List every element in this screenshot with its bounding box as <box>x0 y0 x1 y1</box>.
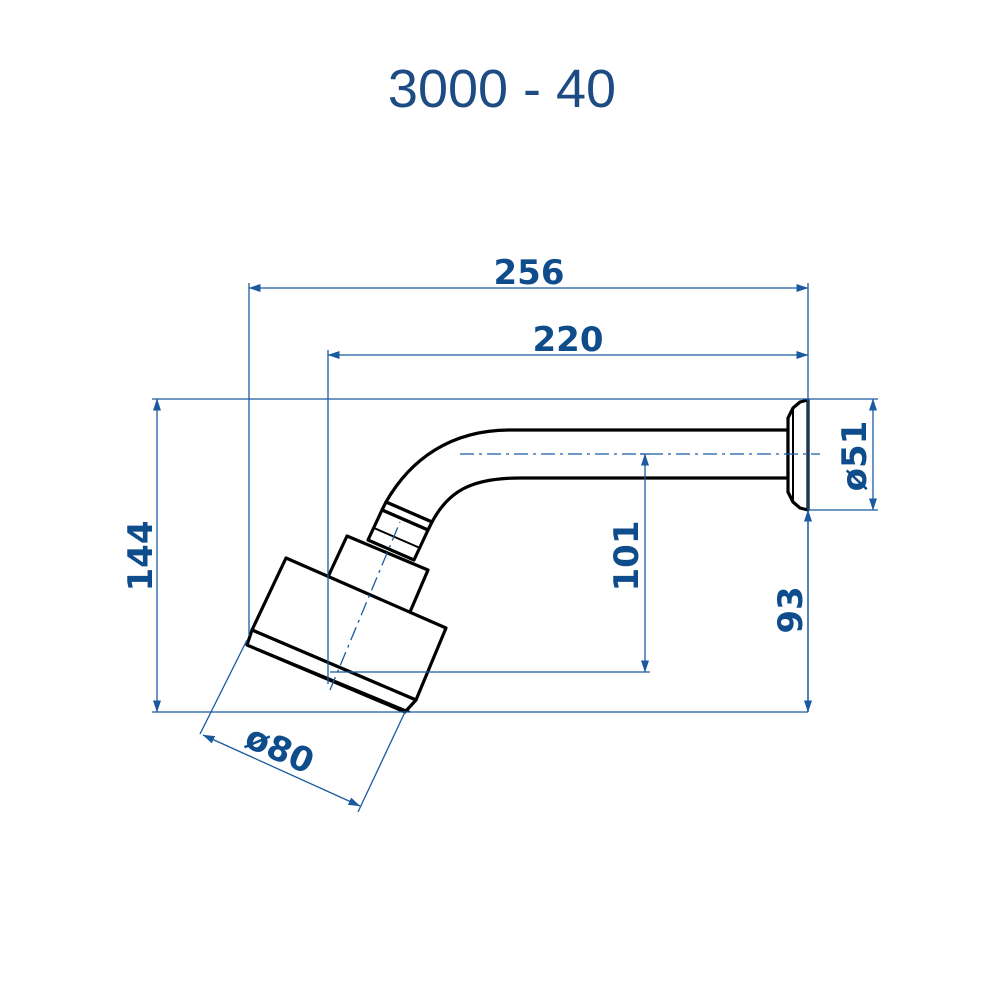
dim-label-256: 256 <box>494 253 565 293</box>
shower-arm <box>384 428 790 524</box>
dimension-line-80 <box>202 734 361 807</box>
dim-label-93: 93 <box>771 586 811 633</box>
dim-label-80: ø80 <box>239 717 320 782</box>
wall-flange <box>786 398 810 512</box>
dim-label-51: ø51 <box>835 421 875 492</box>
dim-label-144: 144 <box>121 521 161 592</box>
dimension-lines <box>152 283 878 813</box>
drawing-title: 3000 - 40 <box>388 59 616 119</box>
dim-label-220: 220 <box>533 320 604 360</box>
swivel-joint <box>366 508 430 562</box>
shower-arm-assembly <box>245 398 810 714</box>
head-centerline <box>329 521 401 691</box>
dim-label-101: 101 <box>607 521 647 592</box>
